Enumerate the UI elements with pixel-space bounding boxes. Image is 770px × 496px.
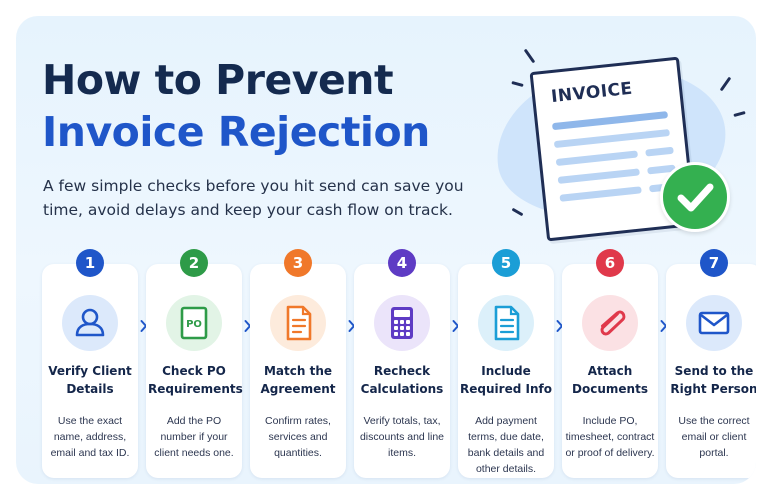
invoice-label: INVOICE (550, 78, 634, 108)
subtitle: A few simple checks before you hit send … (43, 177, 464, 219)
info-document-icon (478, 295, 534, 351)
calculator-icon (374, 295, 430, 351)
invoice-illustration: INVOICE (476, 38, 756, 242)
svg-text:PO: PO (186, 319, 202, 330)
step-number-badge: 5 (492, 249, 520, 277)
step-number-badge: 3 (284, 249, 312, 277)
step-title: Attach Documents (572, 364, 648, 396)
step-number-badge: 6 (596, 249, 624, 277)
step-description: Add the PO number if your client needs o… (154, 415, 234, 459)
po-document-icon: PO (166, 295, 222, 351)
user-icon (62, 295, 118, 351)
step-card-2: 2 PO Check PO Requirements Add the PO nu… (146, 249, 243, 478)
step-number-badge: 4 (388, 249, 416, 277)
envelope-icon (686, 295, 742, 351)
step-number-badge: 1 (76, 249, 104, 277)
step-description: Confirm rates, services and quantities. (265, 415, 331, 459)
paperclip-icon (582, 295, 638, 351)
step-description: Use the exact name, address, email and t… (50, 415, 130, 459)
spark-icon (523, 48, 536, 64)
title-line-1: How to Prevent (42, 56, 394, 104)
step-title: Verify Client Details (48, 364, 132, 396)
step-title: Include Required Info (460, 364, 552, 396)
agreement-document-icon (270, 295, 326, 351)
spark-icon (733, 110, 746, 118)
step-title: Recheck Calculations (360, 364, 444, 396)
title-line-2: Invoice Rejection (42, 108, 430, 156)
checkmark-circle-icon (660, 162, 730, 232)
spark-icon (511, 80, 524, 88)
step-number-badge: 2 (180, 249, 208, 277)
step-number-badge: 7 (700, 249, 728, 277)
step-title: Match the Agreement (260, 364, 336, 396)
step-title: Send to the Right Person (670, 364, 756, 396)
step-card-5: 5 Include Required Info Add payment term… (458, 249, 554, 478)
infographic-canvas: How to Prevent Invoice Rejection A few s… (16, 16, 756, 484)
step-card-4: 4 Recheck Calculations Verify totals, ta… (354, 249, 450, 478)
step-card-3: 3 Match the Agreement Confirm rates, ser… (250, 249, 346, 478)
page-title: How to Prevent Invoice Rejection (42, 54, 430, 158)
step-title: Check PO Requirements (148, 364, 243, 396)
step-description: Use the correct email or client portal. (678, 415, 750, 459)
step-card-6: 6 Attach Documents Include PO, timesheet… (562, 249, 658, 478)
step-description: Add payment terms, due date, bank detail… (467, 415, 545, 475)
step-card-7: 7 Send to the Right Person Use the corre… (666, 249, 756, 478)
spark-icon (719, 76, 732, 92)
step-description: Verify totals, tax, discounts and line i… (359, 415, 445, 459)
steps-row: 1 Verify Client Details Use the exact na… (42, 249, 756, 480)
spark-icon (511, 207, 524, 217)
step-description: Include PO, timesheet, contract or proof… (565, 415, 655, 459)
step-card-1: 1 Verify Client Details Use the exact na… (42, 249, 138, 478)
